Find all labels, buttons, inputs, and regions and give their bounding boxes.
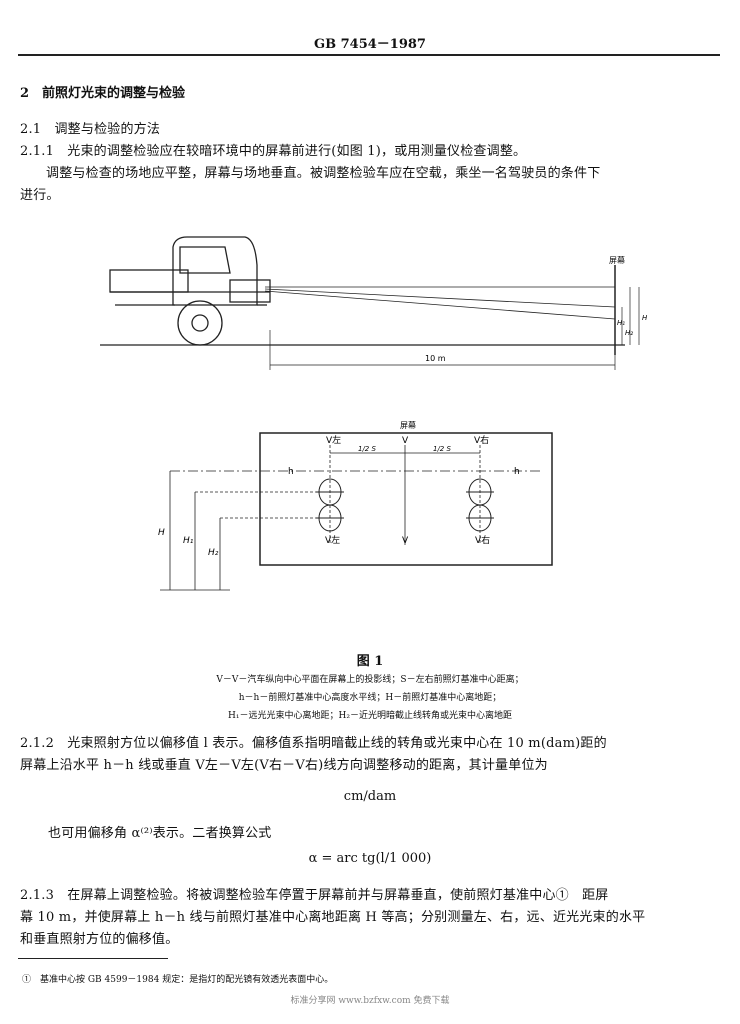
section-2-1-1-line3: 进行。: [20, 188, 60, 203]
distance-label: 10 m: [425, 354, 446, 363]
side-h-label: H: [642, 314, 648, 322]
section-2-1-3-line2: 幕 10 m，并使屏幕上 h－h 线与前照灯基准中心离地距离 H 等高；分别测量…: [20, 910, 646, 925]
section-2-1-1-line1: 2.1.1 光束的调整检验应在较暗环境中的屏幕前进行(如图 1)，或用测量仪检查…: [20, 144, 527, 159]
side-h1-label: H₁: [617, 319, 625, 327]
h-right-label: h: [514, 467, 520, 477]
dim-h-label: H: [158, 528, 165, 538]
footnote: ① 基准中心按 GB 4599－1984 规定：是指灯的配光镜有效透光表面中心。: [22, 975, 334, 985]
half-s-right-label: 1/2 S: [433, 445, 451, 453]
footnote-rule: [18, 958, 168, 959]
figure-1-caption-line1: V－V－汽车纵向中心平面在屏幕上的投影线；S－左右前照灯基准中心距离；: [216, 675, 524, 685]
unit-cm-dam: cm/dam: [343, 789, 397, 804]
v-top-label: V: [402, 436, 409, 446]
h-left-label: h: [288, 467, 294, 477]
vertical-center-lines: [329, 445, 481, 545]
section-2-1-1-line2: 调整与检查的场地应平整，屏幕与场地垂直。被调整检验车应在空载，乘坐一名驾驶员的条…: [46, 166, 601, 181]
v-left-top-label: V左: [326, 434, 341, 446]
screen-label: 屏幕: [400, 420, 416, 430]
section-2-1-2-line1: 2.1.2 光束照射方位以偏移值 l 表示。偏移值系指明暗截止线的转角或光束中心…: [20, 736, 607, 751]
distance-dimension: [269, 330, 616, 370]
screen-frame: [259, 432, 553, 566]
v-bottom-label: V: [402, 536, 409, 546]
truck-illustration: [109, 236, 271, 346]
figure-1-caption-line3: H₁－远光光束中心离地距；H₂－近光明暗截止线转角或光束中心离地距: [228, 711, 512, 721]
figure-1-title: 图 1: [356, 654, 384, 669]
figure-side-view: 屏幕 H₁ H₂ H 10 m: [100, 236, 648, 370]
side-h2-label: H₂: [625, 329, 633, 337]
watermark: 标准分享网 www.bzfxw.com 免费下载: [290, 996, 450, 1006]
light-beam-lines: [264, 286, 616, 320]
v-right-top-label: V右: [474, 434, 489, 446]
section-2-1-2-line2: 屏幕上沿水平 h－h 线或垂直 V左－V左(V右－V右)线方向调整移动的距离，其…: [20, 758, 548, 773]
figure-1-caption-line2: h－h－前照灯基准中心高度水平线；H－前照灯基准中心离地距；: [238, 693, 502, 703]
v-right-bottom-label: V右: [475, 534, 490, 546]
section-2-heading: 2 前照灯光束的调整与检验: [20, 86, 186, 101]
conversion-formula: α = arc tg(l/1 000): [308, 851, 432, 866]
half-s-left-label: 1/2 S: [358, 445, 376, 453]
section-2-1-2-line3: 也可用偏移角 α⁽²⁾表示。二者换算公式: [48, 826, 272, 841]
height-dimension-lines: [621, 287, 640, 345]
dim-h1-label: H₁: [183, 536, 194, 546]
section-2-1-heading: 2.1 调整与检验的方法: [20, 122, 161, 137]
section-2-1-3-line3: 和垂直照射方位的偏移值。: [20, 932, 179, 947]
figure-screen-view: 屏幕 V左 V V右 1/2 S 1/2 S h h V左 V V右 H H₁ …: [158, 420, 553, 591]
screen-label: 屏幕: [609, 255, 625, 265]
beam-spots: [316, 478, 494, 532]
dim-h2-label: H₂: [208, 548, 219, 558]
v-left-bottom-label: V左: [325, 534, 340, 546]
section-2-1-3-line1: 2.1.3 在屏幕上调整检验。将被调整检验车停置于屏幕前并与屏幕垂直，使前照灯基…: [20, 888, 609, 903]
standard-number-header: GB 7454－1987: [314, 37, 426, 52]
height-dimensions: [160, 471, 316, 591]
header-rule: [18, 54, 720, 56]
